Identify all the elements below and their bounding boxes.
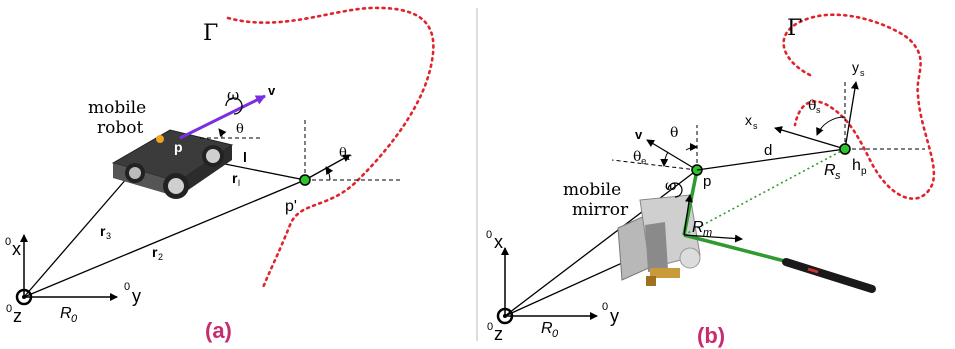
hp-sub: p: [861, 166, 867, 177]
r3-label: r: [100, 223, 106, 239]
laser-pointer-image: [782, 258, 876, 293]
rm-y-axis: [683, 234, 743, 243]
r3-sub: 3: [106, 231, 111, 241]
theta-arc-b: [685, 143, 698, 152]
rs-sub: s: [835, 170, 841, 182]
p-label-b: p: [703, 173, 711, 190]
xs-axis: [774, 126, 846, 150]
theta-e-sub: e: [641, 157, 646, 167]
mobile-robot-image: [111, 129, 234, 199]
frame-y-sup: 0: [124, 281, 130, 293]
distance-d-line: [696, 148, 846, 171]
caption-a: (a): [205, 318, 232, 343]
omega-label-b: ω: [665, 178, 676, 194]
r1-label: r: [232, 170, 238, 186]
world-z-axis-b: [496, 307, 514, 325]
xs-label: x: [745, 112, 752, 128]
frame-x-sup-b: 0: [486, 229, 492, 241]
ys-sub: s: [860, 68, 865, 78]
mirror-label-line2: mirror: [572, 200, 629, 220]
frame-z-label-b: z: [494, 324, 503, 344]
point-hp: [839, 143, 851, 155]
frame-z-sup-b: 0: [487, 321, 493, 333]
velocity-arrow: [179, 94, 266, 140]
frame-name: R: [60, 305, 72, 322]
r1-sub: l: [238, 178, 240, 188]
frame-z-sup: 0: [6, 303, 12, 315]
p-horizontal-dashed: [611, 159, 698, 171]
v-arrow-b: [646, 139, 698, 171]
dotted-beam-to-hp: [683, 148, 846, 236]
frame-name-b: R: [541, 320, 553, 337]
frame-x-label: x: [12, 239, 21, 259]
frame-z-label: z: [13, 306, 22, 326]
ys-axis: [844, 81, 859, 150]
hp-label: h: [852, 157, 861, 174]
laser-beam: [683, 233, 801, 267]
theta-label: θ: [236, 122, 244, 137]
omega-label: ω: [227, 86, 239, 104]
gamma-label-b: Γ: [787, 16, 802, 41]
gamma-label: Γ: [203, 21, 218, 46]
theta-arc: [218, 128, 227, 139]
mobile-mirror-image: [617, 194, 701, 286]
xs-sub: s: [753, 121, 758, 131]
rm-label: R: [692, 219, 704, 236]
trajectory-curve-gamma: [226, 6, 435, 292]
robot-label-line2: robot: [97, 118, 143, 138]
theta-e-label: θ: [633, 149, 641, 165]
p-prime-label: p': [285, 198, 297, 215]
p-label: p: [174, 139, 183, 155]
frame-name-sub-b: 0: [552, 328, 559, 340]
frame-x-label-b: x: [494, 232, 503, 252]
theta-e-arc: [660, 151, 669, 167]
theta-s-sub: s: [816, 106, 821, 116]
theta-r-arc: [325, 166, 334, 181]
l-label: l: [243, 149, 247, 165]
r2-label: r: [152, 244, 158, 260]
trajectory-curve-gamma-b: [782, 13, 936, 200]
theta-s-arc: [816, 116, 846, 136]
theta-r-sub: r: [347, 153, 352, 163]
omega-rotation-icon: [225, 97, 243, 115]
rs-label: R: [824, 162, 836, 179]
d-label: d: [764, 142, 772, 159]
omega-rotation-icon-b: [667, 182, 683, 198]
point-p-prime: [299, 174, 311, 186]
mirror-label-line1: mobile: [563, 180, 621, 200]
ys-label: y: [852, 59, 859, 75]
vector-origin-to-p: [504, 169, 698, 317]
caption-b: (b): [697, 323, 725, 348]
frame-x-sup: 0: [5, 236, 11, 248]
world-z-axis: [15, 288, 33, 306]
theta-label-b: θ: [670, 125, 678, 141]
robot-label-line1: mobile: [88, 98, 146, 118]
frame-name-sub: 0: [71, 313, 78, 325]
rm-x-axis: [683, 194, 693, 236]
panel-a: Γ 0 x 0 y 0 z R 0 r 3 r 2 r l l: [5, 6, 435, 343]
v-label: v: [268, 83, 276, 98]
frame-y-label: y: [132, 286, 141, 306]
v-label-b: v: [635, 127, 643, 142]
frame-y-sup-b: 0: [602, 301, 608, 313]
theta-r-label: θ: [339, 146, 347, 161]
rm-sub: m: [703, 227, 712, 239]
r2-sub: 2: [158, 252, 163, 262]
theta-s-label: θ: [808, 98, 816, 114]
panel-b: Γ 0 x 0 y 0 z R 0 mobile mirror: [486, 13, 936, 348]
vector-r2: [23, 179, 306, 298]
frame-y-label-b: y: [610, 306, 619, 326]
